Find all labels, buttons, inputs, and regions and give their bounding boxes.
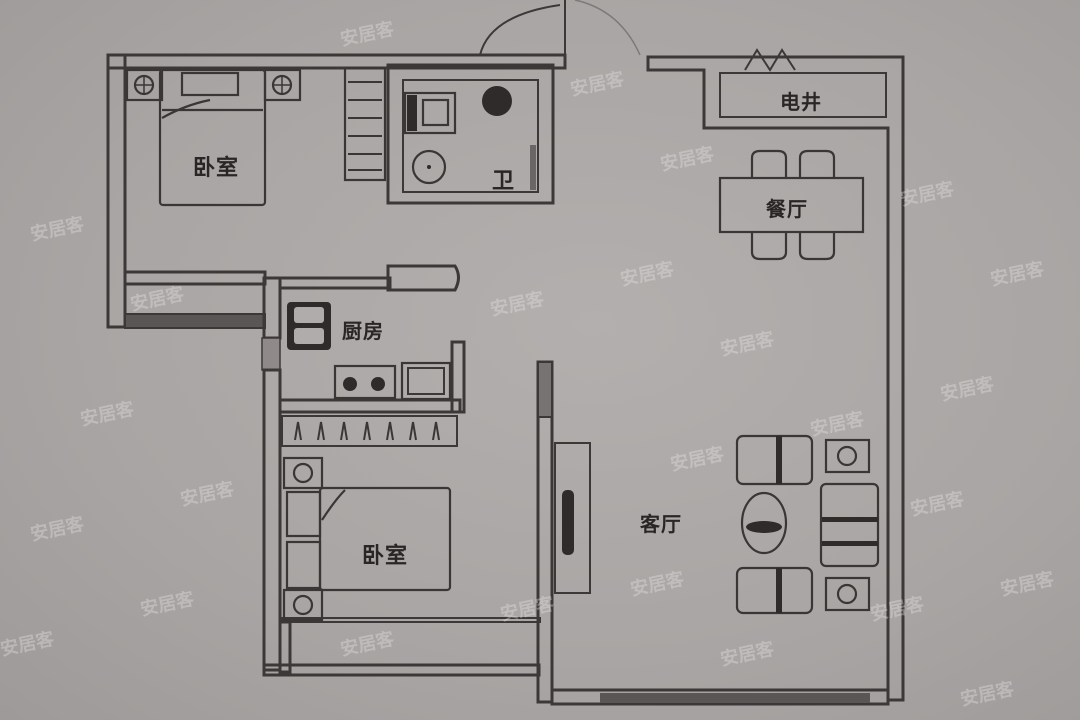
room-label-dining-room: 餐厅	[766, 197, 808, 221]
bedroom-2-furniture	[282, 421, 452, 622]
room-label-bedroom-1: 卧室	[193, 156, 240, 181]
bathroom-fixtures	[403, 86, 536, 190]
bedroom-1-furniture	[125, 66, 387, 207]
tv-cabinet	[554, 442, 591, 594]
room-label-bedroom-2: 卧室	[362, 544, 409, 569]
kitchen-fixtures	[287, 302, 452, 401]
room-label-bathroom: 卫	[492, 169, 516, 194]
room-label-electric-well: 电井	[780, 90, 822, 114]
walls	[106, 0, 905, 706]
living-sofa-set	[735, 434, 880, 615]
room-label-kitchen: 厨房	[342, 319, 384, 343]
room-label-living-room: 客厅	[640, 512, 682, 536]
dining-set	[718, 149, 865, 261]
